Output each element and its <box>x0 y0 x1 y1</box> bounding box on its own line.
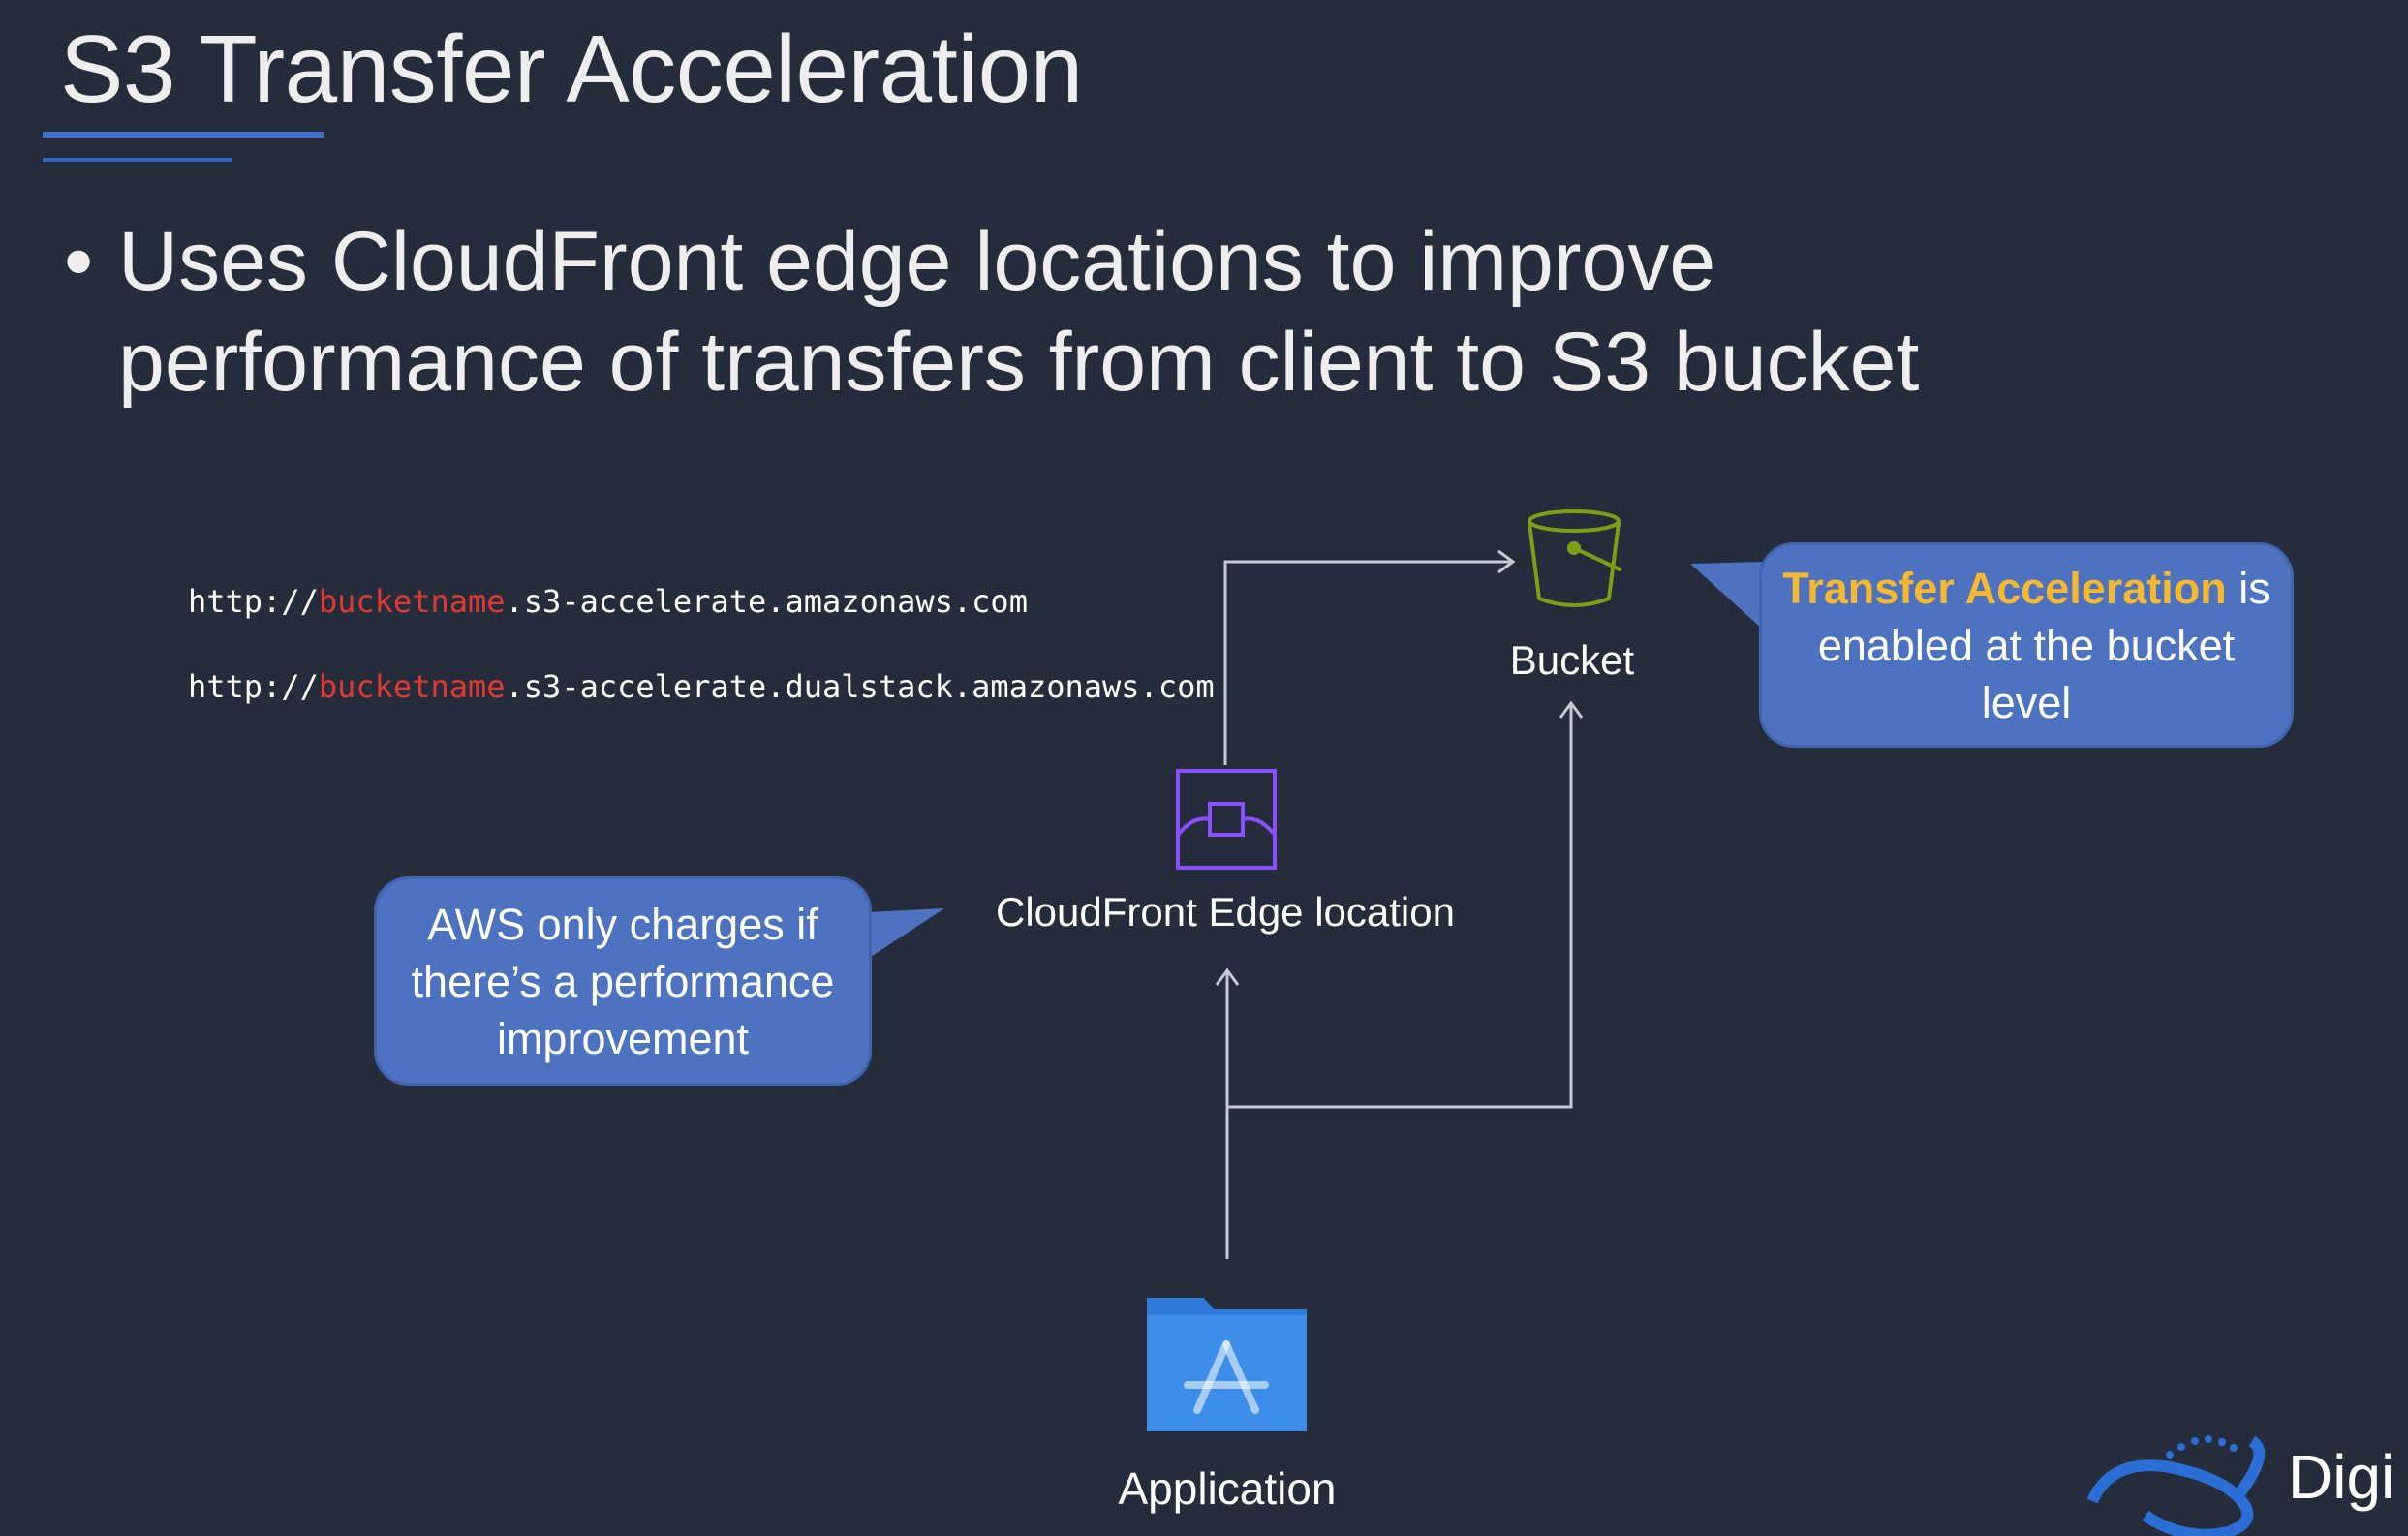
charges-callout-tail <box>868 908 944 959</box>
application-label: Application <box>1118 1463 1337 1514</box>
bucket-callout-tail <box>1690 562 1763 630</box>
app-to-bucket-arrowhead <box>1559 700 1584 719</box>
accelerate-url: http://bucketname.s3-accelerate.amazonaw… <box>188 583 1028 620</box>
bucket-callout: Transfer Acceleration is enabled at the … <box>1759 542 2294 748</box>
bullet-text: Uses CloudFront edge locations to improv… <box>118 215 1920 409</box>
callout-text: improvement <box>496 1013 750 1063</box>
url-suffix: .s3-accelerate.amazonaws.com <box>505 583 1028 620</box>
charges-callout: AWS only charges if there’s a performanc… <box>374 876 872 1086</box>
title-underline <box>43 132 324 138</box>
edge-to-bucket-line <box>1223 560 1511 765</box>
application-folder-icon <box>1147 1298 1307 1431</box>
callout-text: is <box>2226 563 2270 613</box>
url-prefix: http:// <box>188 583 319 620</box>
cloudfront-edge-icon <box>1176 769 1277 870</box>
company-logo-icon <box>2086 1435 2266 1536</box>
url-prefix: http:// <box>188 668 319 705</box>
bullet-dot: • <box>64 215 94 308</box>
url-bucketname: bucketname <box>318 583 506 620</box>
bucket-label: Bucket <box>1509 637 1635 683</box>
callout-highlight: Transfer Acceleration <box>1782 563 2227 613</box>
callout-text: there’s a performance <box>411 956 835 1006</box>
callout-text: level <box>1981 677 2072 727</box>
url-suffix: .s3-accelerate.dualstack.amazonaws.com <box>505 668 1215 705</box>
edge-to-bucket-arrowhead <box>1497 549 1516 574</box>
callout-text: enabled at the bucket <box>1817 620 2236 670</box>
dualstack-url: http://bucketname.s3-accelerate.dualstac… <box>188 668 1215 705</box>
logo-dots-icon <box>2166 1435 2238 1459</box>
edge-location-label: CloudFront Edge location <box>996 889 1455 935</box>
connector-lines <box>1215 549 1584 1259</box>
url-bucketname: bucketname <box>318 668 506 705</box>
company-logo-text: Digi <box>2288 1442 2395 1512</box>
app-to-bucket-line <box>1227 705 1573 1109</box>
callout-text: AWS only charges if <box>427 899 818 949</box>
bullet-point: • Uses CloudFront edge locations to impr… <box>64 211 2195 413</box>
s3-bucket-icon <box>1528 509 1621 607</box>
title-underline-secondary <box>43 158 232 162</box>
app-to-edge-arrowhead <box>1215 968 1240 986</box>
slide-title: S3 Transfer Acceleration <box>60 15 1083 122</box>
